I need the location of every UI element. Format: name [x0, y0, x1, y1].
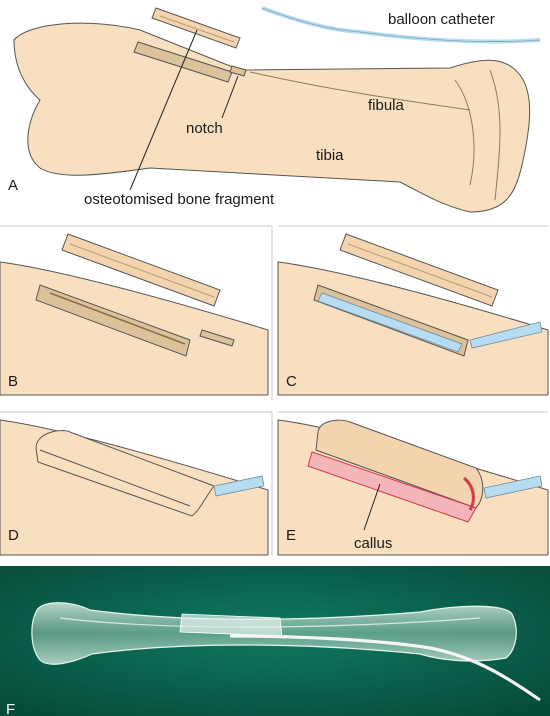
- panel-letter-c: C: [286, 373, 297, 390]
- ankle-detail: [454, 69, 501, 201]
- label-tibia: tibia: [316, 147, 344, 164]
- photo-catheter-tube: [229, 634, 541, 702]
- model-fragment: [179, 613, 283, 637]
- notch-leader-line: [221, 75, 239, 119]
- fibula-outline: [249, 71, 471, 111]
- catheter-c: [469, 321, 543, 349]
- panel-d: D: [0, 419, 269, 556]
- tibia-groove: [133, 41, 233, 83]
- callus-region: [307, 451, 477, 523]
- raised-fragment-e: [315, 419, 484, 509]
- catheter-d: [213, 475, 265, 497]
- panel-frames: [0, 225, 548, 556]
- panel-letter-a: A: [8, 177, 18, 194]
- balloon-in-groove-c: [317, 292, 463, 353]
- panel-letter-e: E: [286, 527, 296, 544]
- bone-fragment-edge: [159, 15, 235, 43]
- label-callus: callus: [354, 535, 392, 552]
- panel-a: balloon catheter fibula notch tibia oste…: [0, 0, 550, 218]
- panel-f-photo: F: [0, 566, 550, 716]
- panel-letter-b: B: [8, 373, 18, 390]
- notch-shape: [229, 65, 247, 77]
- panel-b: B: [0, 226, 272, 400]
- notch-b: [199, 329, 235, 347]
- label-fibula: fibula: [368, 97, 405, 114]
- label-notch: notch: [186, 120, 223, 137]
- fragment-leader-line: [129, 29, 198, 191]
- panel-letter-d: D: [8, 527, 19, 544]
- catheter-e: [483, 475, 543, 499]
- label-osteotomised-bone-fragment: osteotomised bone fragment: [84, 191, 275, 208]
- callus-edge: [462, 476, 475, 511]
- label-balloon-catheter: balloon catheter: [388, 11, 495, 28]
- panel-letter-f: F: [6, 701, 15, 716]
- callus-leader-line: [363, 483, 381, 531]
- bone-fragment: [151, 7, 241, 49]
- panel-c: C: [277, 233, 549, 396]
- panel-e: callus E: [277, 419, 549, 556]
- leg-bone-illustration: [13, 22, 531, 213]
